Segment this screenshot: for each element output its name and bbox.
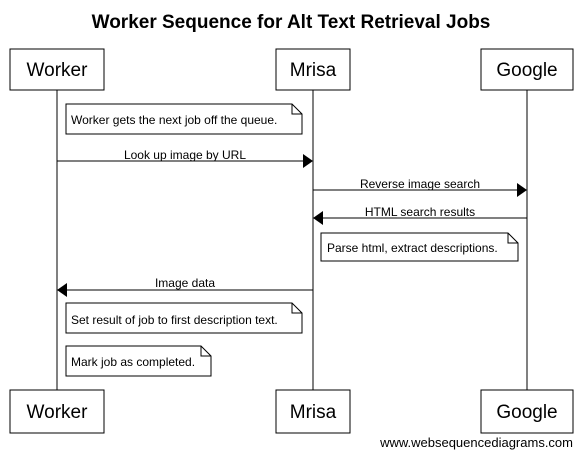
actor-worker-top: Worker bbox=[9, 48, 105, 91]
diagram-title: Worker Sequence for Alt Text Retrieval J… bbox=[92, 12, 491, 33]
note-mark-completed: Mark job as completed. bbox=[65, 345, 212, 377]
message-label: Look up image by URL bbox=[124, 148, 246, 162]
arrowhead-right-icon bbox=[303, 154, 313, 168]
message-label: HTML search results bbox=[365, 205, 475, 219]
message-label: Reverse image search bbox=[360, 177, 480, 191]
arrowhead-left-icon bbox=[313, 211, 323, 225]
actor-mrisa-top: Mrisa bbox=[275, 48, 351, 91]
actor-label: Mrisa bbox=[290, 402, 337, 423]
note-get-job: Worker gets the next job off the queue. bbox=[65, 103, 303, 135]
message-lookup-image: Look up image by URL bbox=[57, 148, 313, 168]
arrowhead-right-icon bbox=[517, 183, 527, 197]
note-text: Parse html, extract descriptions. bbox=[327, 241, 498, 255]
message-reverse-search: Reverse image search bbox=[313, 177, 527, 197]
actor-worker-bottom: Worker bbox=[9, 389, 105, 434]
message-image-data: Image data bbox=[57, 276, 313, 297]
note-set-result: Set result of job to first description t… bbox=[65, 302, 303, 334]
note-text: Mark job as completed. bbox=[71, 355, 195, 369]
actor-label: Google bbox=[496, 402, 557, 423]
message-html-results: HTML search results bbox=[313, 205, 527, 225]
note-parse-html: Parse html, extract descriptions. bbox=[320, 232, 519, 262]
actor-mrisa-bottom: Mrisa bbox=[275, 389, 351, 434]
note-text: Worker gets the next job off the queue. bbox=[71, 113, 277, 127]
actor-label: Worker bbox=[27, 60, 89, 81]
note-text: Set result of job to first description t… bbox=[71, 313, 278, 327]
actor-label: Worker bbox=[27, 402, 89, 423]
footer-watermark: www.websequencediagrams.com bbox=[379, 435, 573, 450]
actor-google-top: Google bbox=[480, 48, 574, 91]
message-label: Image data bbox=[155, 276, 215, 290]
actor-google-bottom: Google bbox=[480, 389, 574, 434]
actor-label: Mrisa bbox=[290, 60, 337, 81]
actor-label: Google bbox=[496, 60, 557, 81]
lifelines bbox=[56, 90, 528, 390]
arrowhead-left-icon bbox=[57, 283, 67, 297]
